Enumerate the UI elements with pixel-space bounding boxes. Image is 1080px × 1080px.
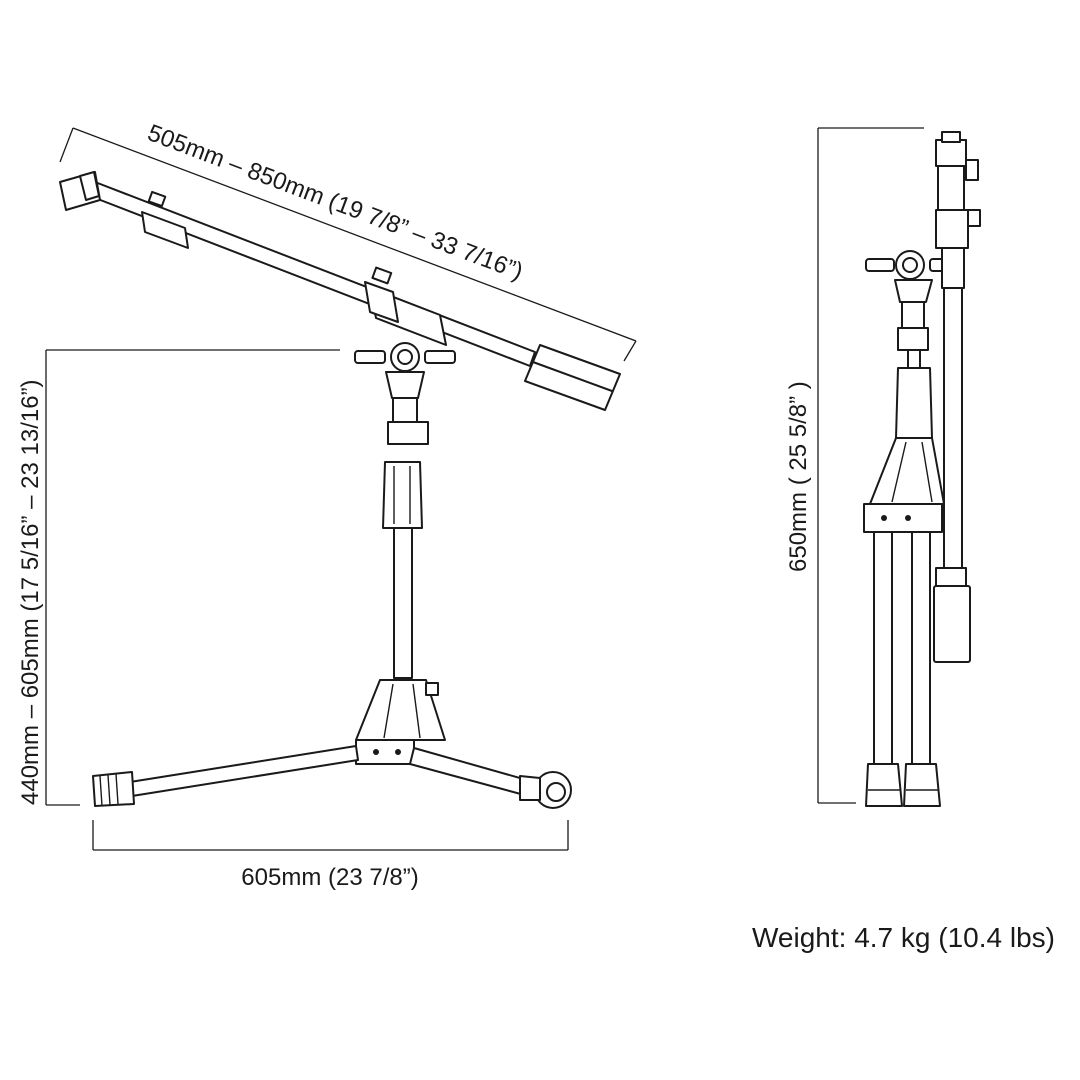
tripod-base xyxy=(92,679,572,809)
boom-dimension-line: 505mm – 850mm (19 7/8” – 33 7/16”) xyxy=(59,119,637,362)
base-width-label: 605mm (23 7/8”) xyxy=(241,864,418,891)
stand-height-label: 440mm – 605mm (17 5/16” – 23 13/16”) xyxy=(17,379,44,805)
upright-tube xyxy=(382,461,423,679)
boom-arm xyxy=(59,171,621,411)
boom-length-label: 505mm – 850mm (19 7/8” – 33 7/16”) xyxy=(144,119,527,285)
height-dimension-line: 440mm – 605mm (17 5/16” – 23 13/16”) xyxy=(17,349,340,806)
folded-height-dimension-line: 650mm ( 25 5/8” ) xyxy=(785,127,924,804)
folded-stand xyxy=(863,131,981,807)
swivel-head xyxy=(354,342,456,445)
weight-label: Weight: 4.7 kg (10.4 lbs) xyxy=(752,922,1055,953)
folded-height-label: 650mm ( 25 5/8” ) xyxy=(785,381,812,572)
width-dimension-line: 605mm (23 7/8”) xyxy=(92,820,569,891)
